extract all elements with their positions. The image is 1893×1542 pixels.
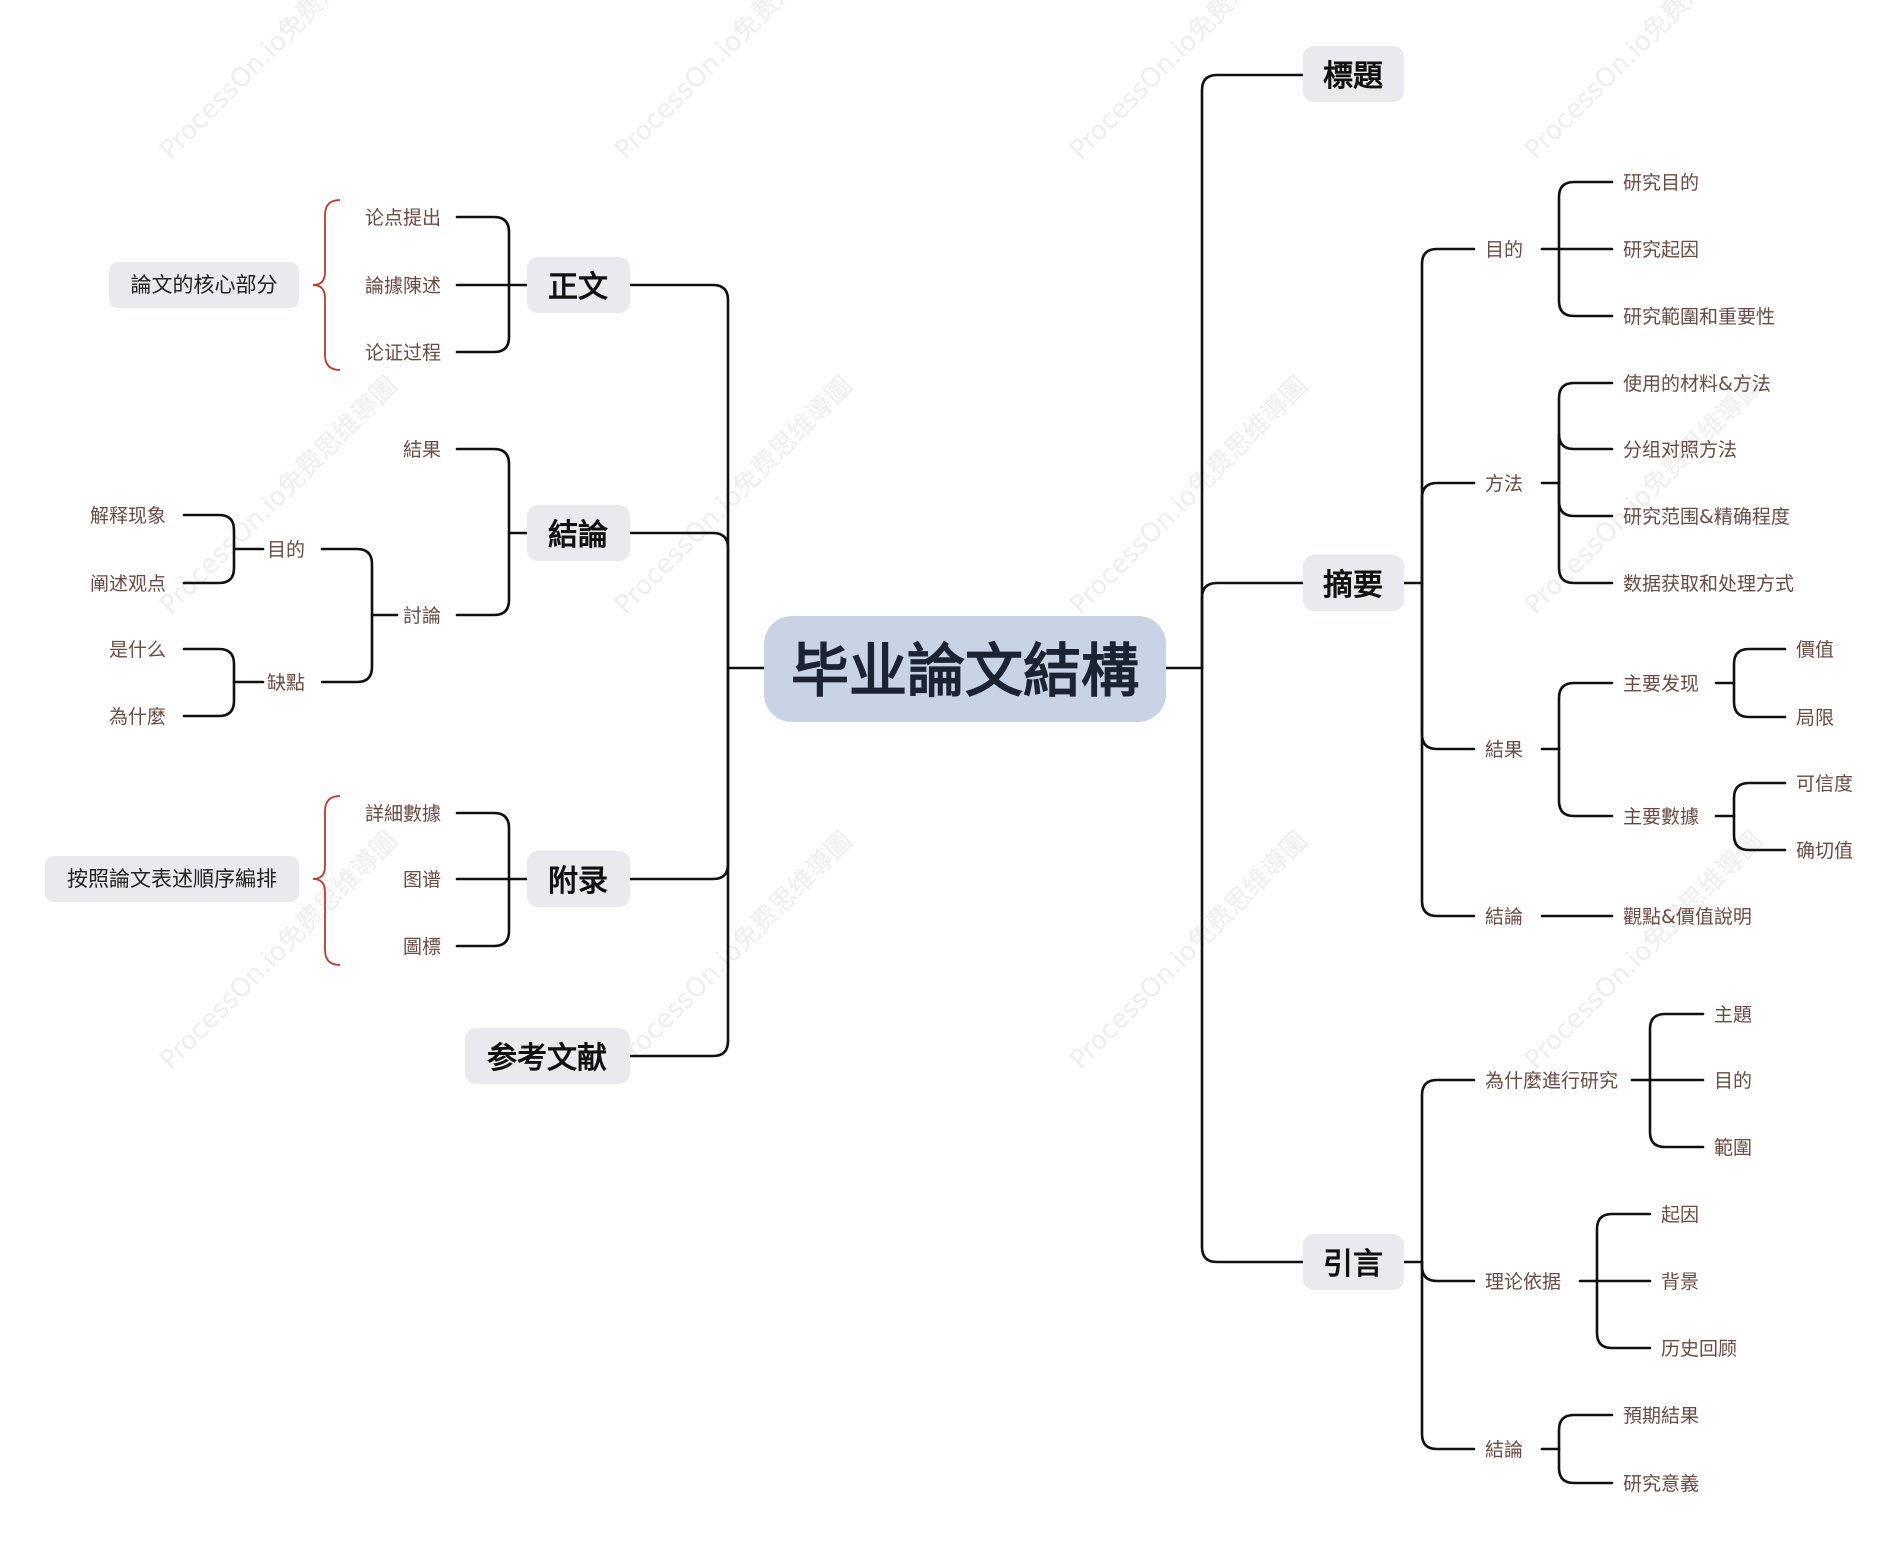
branch-intro-label: 引言 [1323, 1247, 1383, 1282]
intro-theory-node[interactable]: 理论依据 [1485, 1271, 1561, 1293]
body-item[interactable]: 論據陳述 [365, 275, 441, 297]
branch-body[interactable]: 正文 [527, 257, 630, 313]
abstract-purpose-item[interactable]: 研究範圍和重要性 [1623, 306, 1775, 328]
brace-core-part [312, 199, 341, 371]
discussion-drawback-item[interactable]: 為什麼 [109, 706, 166, 728]
appendix-item[interactable]: 图谱 [403, 869, 441, 891]
summary-braces [312, 199, 341, 966]
abstract-method-item[interactable]: 研究范围&精确程度 [1623, 506, 1790, 528]
data-item[interactable]: 可信度 [1796, 773, 1853, 795]
intro-theory-item[interactable]: 背景 [1661, 1271, 1699, 1293]
intro-why-item[interactable]: 範圍 [1714, 1137, 1752, 1159]
body-item[interactable]: 论证过程 [365, 342, 441, 364]
body-note[interactable]: 論文的核心部分 [109, 262, 299, 308]
abstract-method-item[interactable]: 数据获取和处理方式 [1623, 573, 1794, 595]
connector-lines [182, 73, 1787, 1485]
results-data-node[interactable]: 主要數據 [1623, 806, 1699, 828]
branch-conclusion[interactable]: 結論 [527, 505, 630, 561]
results-findings-node[interactable]: 主要发现 [1623, 673, 1699, 695]
data-item[interactable]: 确切值 [1796, 840, 1853, 862]
body-note-label: 論文的核心部分 [131, 273, 278, 297]
abstract-results-node[interactable]: 結果 [1485, 739, 1523, 761]
intro-why-node[interactable]: 為什麼進行研究 [1485, 1070, 1618, 1092]
intro-theory-item[interactable]: 起因 [1661, 1204, 1699, 1226]
branch-references[interactable]: 参考文献 [465, 1028, 630, 1084]
intro-conclusion-node[interactable]: 結論 [1485, 1439, 1523, 1461]
conclusion-result-node[interactable]: 結果 [403, 439, 441, 461]
discussion-drawback-node[interactable]: 缺點 [267, 672, 305, 694]
findings-item[interactable]: 價值 [1796, 639, 1834, 661]
branch-appendix[interactable]: 附录 [527, 851, 630, 907]
discussion-purpose-item[interactable]: 阐述观点 [90, 573, 166, 595]
intro-conclusion-item[interactable]: 預期結果 [1623, 1405, 1699, 1427]
appendix-note-label: 按照論文表述順序編排 [67, 867, 277, 891]
appendix-note[interactable]: 按照論文表述順序編排 [45, 856, 299, 902]
root-label: 毕业論文結構 [791, 637, 1139, 705]
branch-title-label: 標題 [1323, 59, 1383, 94]
appendix-item[interactable]: 圖標 [403, 936, 441, 958]
abstract-method-item[interactable]: 分组对照方法 [1623, 439, 1737, 461]
brace-appendix-order [312, 795, 341, 966]
branch-appendix-label: 附录 [548, 864, 608, 899]
intro-conclusion-item[interactable]: 研究意義 [1623, 1473, 1699, 1495]
abstract-method-node[interactable]: 方法 [1485, 473, 1523, 495]
branch-body-label: 正文 [548, 270, 608, 305]
abstract-conclusion-node[interactable]: 結論 [1485, 906, 1523, 928]
abstract-purpose-node[interactable]: 目的 [1485, 239, 1523, 261]
root-node[interactable]: 毕业論文結構 [764, 616, 1166, 722]
branch-intro[interactable]: 引言 [1303, 1234, 1404, 1290]
discussion-purpose-item[interactable]: 解释现象 [90, 505, 166, 527]
branch-abstract[interactable]: 摘要 [1303, 555, 1404, 611]
branch-abstract-label: 摘要 [1323, 568, 1383, 603]
abstract-conclusion-item[interactable]: 觀點&價值說明 [1623, 906, 1752, 928]
abstract-purpose-item[interactable]: 研究起因 [1623, 239, 1699, 261]
findings-item[interactable]: 局限 [1796, 707, 1834, 729]
body-item[interactable]: 论点提出 [365, 207, 441, 229]
appendix-item[interactable]: 詳細數據 [365, 803, 441, 825]
intro-why-item[interactable]: 主題 [1714, 1004, 1752, 1026]
conclusion-discussion-node[interactable]: 討論 [403, 605, 441, 627]
branch-conclusion-label: 結論 [548, 518, 608, 553]
branch-references-label: 参考文献 [487, 1041, 607, 1076]
intro-theory-item[interactable]: 历史回顾 [1661, 1338, 1737, 1360]
branch-title[interactable]: 標題 [1303, 46, 1404, 102]
abstract-purpose-item[interactable]: 研究目的 [1623, 172, 1699, 194]
discussion-purpose-node[interactable]: 目的 [267, 539, 305, 561]
discussion-drawback-item[interactable]: 是什么 [109, 639, 166, 661]
intro-why-item[interactable]: 目的 [1714, 1070, 1752, 1092]
abstract-method-item[interactable]: 使用的材料&方法 [1623, 373, 1771, 395]
